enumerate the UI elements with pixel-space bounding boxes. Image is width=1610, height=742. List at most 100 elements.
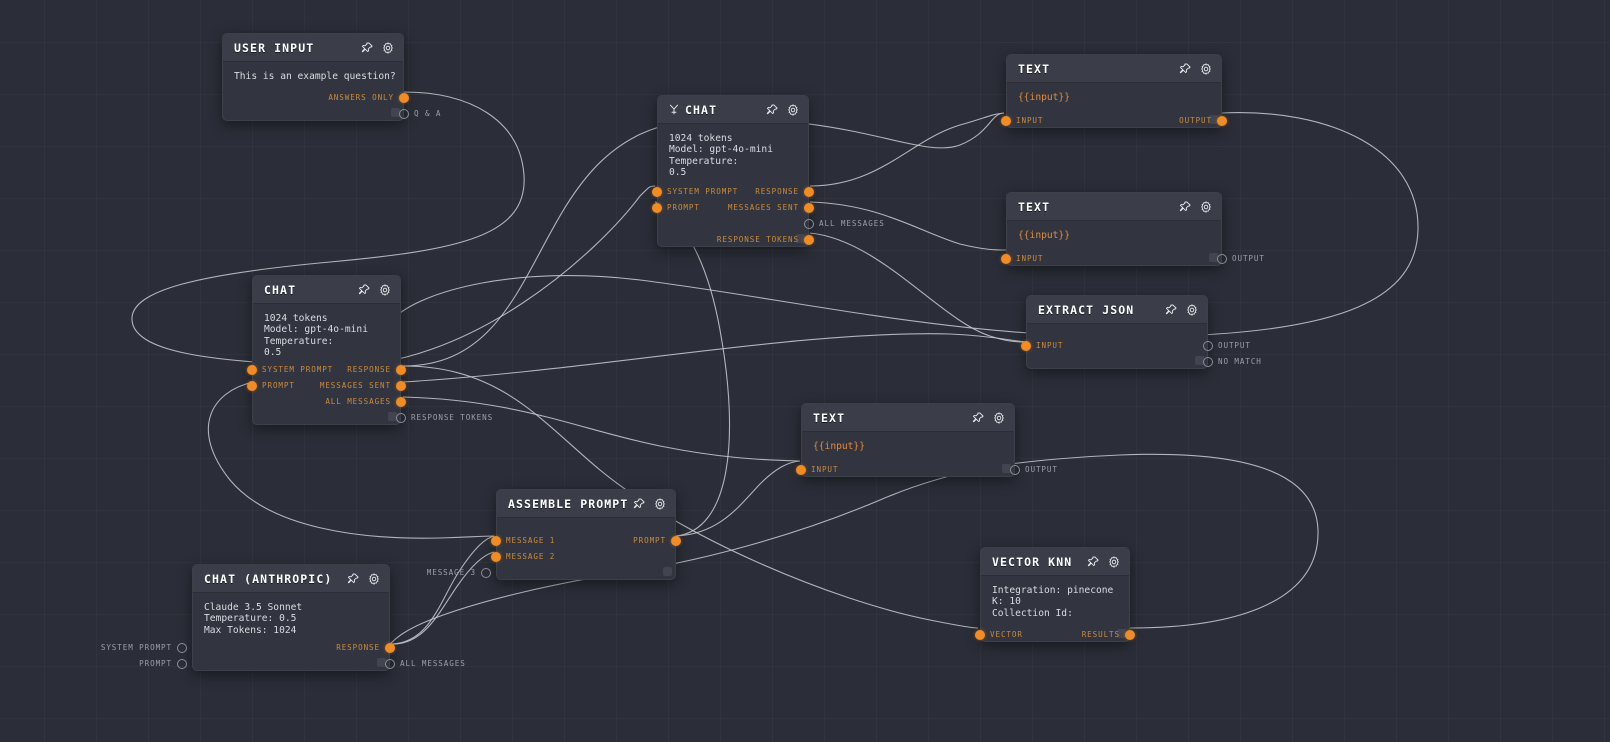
pin-icon[interactable] [1179, 62, 1191, 75]
port-dot[interactable] [396, 380, 406, 391]
port-dot[interactable] [1125, 629, 1135, 640]
port-dot[interactable] [399, 92, 409, 103]
port-output-response[interactable]: RESPONSE [347, 364, 406, 375]
port-output-results[interactable]: RESULTS [1082, 629, 1135, 640]
node-text-3[interactable]: TEXT{{input}} [801, 403, 1015, 477]
node-header[interactable]: CHAT [253, 276, 400, 304]
port-output-all-messages[interactable]: ALL MESSAGES [385, 658, 466, 669]
pin-icon[interactable] [1179, 200, 1191, 213]
node-text-1[interactable]: TEXT{{input}} [1006, 54, 1222, 128]
gear-icon[interactable] [379, 283, 391, 296]
port-dot[interactable] [385, 658, 395, 669]
port-dot[interactable] [385, 642, 395, 653]
node-header[interactable]: TEXT [1007, 193, 1221, 221]
port-output-q-a[interactable]: Q & A [399, 108, 441, 119]
port-dot[interactable] [491, 551, 501, 562]
port-dot[interactable] [396, 396, 406, 407]
port-dot[interactable] [177, 642, 187, 653]
port-input-prompt[interactable]: PROMPT [247, 380, 295, 391]
port-output-messages-sent[interactable]: MESSAGES SENT [728, 202, 814, 213]
port-dot[interactable] [1217, 115, 1227, 126]
port-dot[interactable] [399, 108, 409, 119]
gear-icon[interactable] [1186, 303, 1198, 316]
port-dot[interactable] [1203, 340, 1213, 351]
port-output-output[interactable]: OUTPUT [1217, 253, 1265, 264]
port-dot[interactable] [652, 186, 662, 197]
pin-icon[interactable] [1165, 303, 1177, 316]
port-dot[interactable] [1217, 253, 1227, 264]
port-dot[interactable] [1001, 115, 1011, 126]
port-output-answers-only[interactable]: ANSWERS ONLY [328, 92, 409, 103]
port-dot[interactable] [396, 364, 406, 375]
resize-handle[interactable] [796, 234, 805, 243]
resize-handle[interactable] [391, 108, 400, 117]
pin-icon[interactable] [766, 103, 778, 116]
port-input-input[interactable]: INPUT [1021, 340, 1063, 351]
node-text-2[interactable]: TEXT{{input}} [1006, 192, 1222, 266]
port-dot[interactable] [247, 380, 257, 391]
resize-handle[interactable] [1195, 356, 1204, 365]
port-input-message-1[interactable]: MESSAGE 1 [491, 535, 555, 546]
resize-handle[interactable] [1209, 115, 1218, 124]
pin-icon[interactable] [347, 572, 359, 585]
port-dot[interactable] [481, 567, 491, 578]
port-dot[interactable] [396, 412, 406, 423]
node-header[interactable]: CHAT [658, 96, 808, 124]
port-input-vector[interactable]: VECTOR [975, 629, 1023, 640]
pin-icon[interactable] [361, 41, 373, 54]
pin-icon[interactable] [1087, 555, 1099, 568]
node-assemble-prompt[interactable]: ASSEMBLE PROMPT [496, 489, 676, 580]
port-dot[interactable] [177, 658, 187, 669]
node-header[interactable]: TEXT [802, 404, 1014, 432]
port-dot[interactable] [1010, 464, 1020, 475]
resize-handle[interactable] [388, 412, 397, 421]
node-header[interactable]: VECTOR KNN [981, 548, 1129, 576]
gear-icon[interactable] [654, 497, 666, 510]
port-output-response-tokens[interactable]: RESPONSE TOKENS [396, 412, 493, 423]
resize-handle[interactable] [1117, 629, 1126, 638]
port-input-prompt[interactable]: PROMPT [652, 202, 700, 213]
resize-handle[interactable] [1002, 464, 1011, 473]
port-input-system-prompt[interactable]: SYSTEM PROMPT [652, 186, 738, 197]
port-output-all-messages[interactable]: ALL MESSAGES [804, 218, 885, 229]
port-output-output[interactable]: OUTPUT [1179, 115, 1227, 126]
node-header[interactable]: CHAT (ANTHROPIC) [193, 565, 389, 593]
resize-handle[interactable] [1209, 253, 1218, 262]
port-dot[interactable] [804, 218, 814, 229]
port-dot[interactable] [804, 202, 814, 213]
port-dot[interactable] [804, 186, 814, 197]
node-header[interactable]: EXTRACT JSON [1027, 296, 1207, 324]
port-output-no-match[interactable]: NO MATCH [1203, 356, 1262, 367]
port-input-system-prompt[interactable]: SYSTEM PROMPT [101, 642, 187, 653]
port-output-output[interactable]: OUTPUT [1203, 340, 1251, 351]
port-dot[interactable] [671, 535, 681, 546]
gear-icon[interactable] [993, 411, 1005, 424]
port-output-response-tokens[interactable]: RESPONSE TOKENS [717, 234, 814, 245]
gear-icon[interactable] [1200, 200, 1212, 213]
port-dot[interactable] [1001, 253, 1011, 264]
port-input-system-prompt[interactable]: SYSTEM PROMPT [247, 364, 333, 375]
node-extract-json[interactable]: EXTRACT JSON [1026, 295, 1208, 369]
port-output-all-messages[interactable]: ALL MESSAGES [325, 396, 406, 407]
port-input-message-2[interactable]: MESSAGE 2 [491, 551, 555, 562]
port-input-message-3[interactable]: MESSAGE 3 [427, 567, 491, 578]
port-dot[interactable] [796, 464, 806, 475]
port-input-input[interactable]: INPUT [1001, 115, 1043, 126]
gear-icon[interactable] [368, 572, 380, 585]
port-output-output[interactable]: OUTPUT [1010, 464, 1058, 475]
port-dot[interactable] [975, 629, 985, 640]
node-header[interactable]: USER INPUT [223, 34, 403, 62]
port-output-response[interactable]: RESPONSE [755, 186, 814, 197]
gear-icon[interactable] [1200, 62, 1212, 75]
gear-icon[interactable] [1108, 555, 1120, 568]
pin-icon[interactable] [972, 411, 984, 424]
node-header[interactable]: ASSEMBLE PROMPT [497, 490, 675, 518]
pin-icon[interactable] [358, 283, 370, 296]
gear-icon[interactable] [382, 41, 394, 54]
